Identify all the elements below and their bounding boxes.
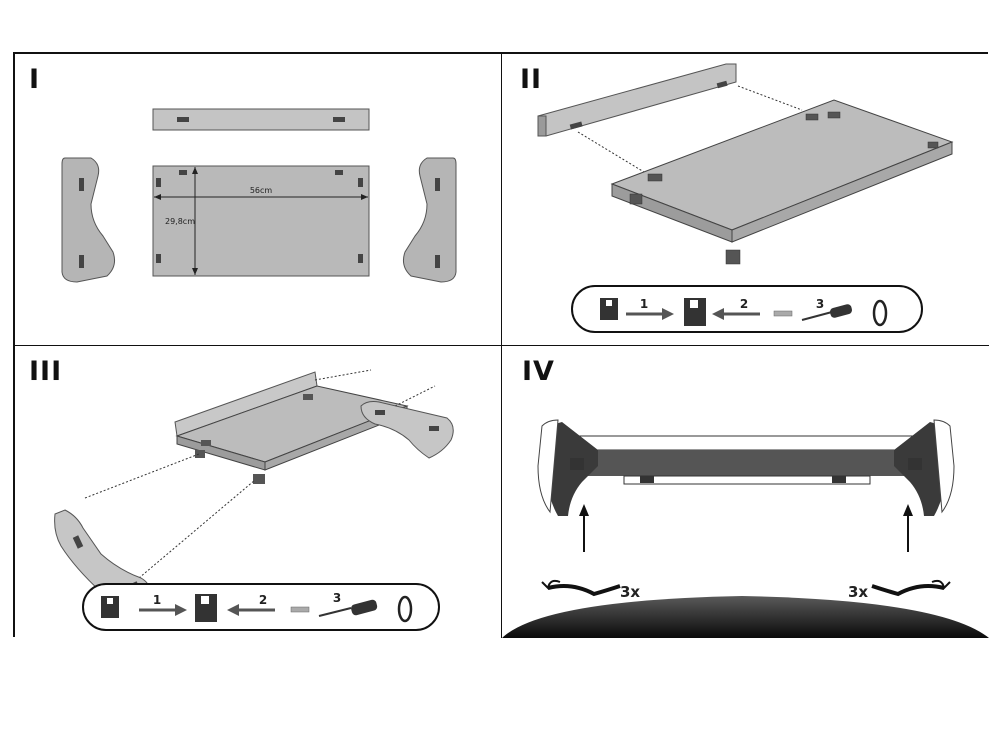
guide-line-left	[577, 131, 645, 173]
guide-line-right	[737, 85, 803, 111]
mounting-surface	[502, 596, 989, 638]
step-2-panel: II	[502, 54, 989, 346]
width-label: 56cm	[250, 186, 273, 195]
back-rail	[551, 435, 941, 451]
step-1-numeral: I	[29, 64, 41, 95]
step-4-numeral: IV	[522, 356, 555, 387]
sequence-step-1: 1	[153, 593, 161, 607]
screwdriver-icon	[801, 311, 833, 321]
rotations-label-left: 3x	[620, 583, 640, 601]
step-3-panel: III	[15, 346, 502, 638]
sequence-step-2: 2	[259, 593, 267, 607]
back-rail	[537, 63, 737, 137]
sequence-step-1: 1	[640, 297, 648, 311]
screwdriver-icon	[318, 607, 352, 617]
rotate-icon-right	[871, 584, 945, 597]
sequence-step-3: 3	[816, 297, 824, 311]
arrow-left-icon	[227, 604, 239, 616]
sequence-callout	[82, 583, 440, 631]
step-2-rail-attach-diagram: 1 2 3	[537, 63, 954, 333]
rotations-label-right: 3x	[848, 583, 868, 601]
arrow-up-icon-right	[903, 504, 913, 516]
rail-bracket-left	[177, 117, 189, 122]
shelf-board	[152, 165, 370, 277]
arrow-right-icon	[662, 308, 674, 320]
step-3-sides-attach-diagram: 1 2 3	[54, 369, 454, 631]
side-bracket-right	[403, 157, 457, 283]
height-label: 29,8cm	[165, 217, 195, 226]
step-4-mounting-diagram: 3x 3x	[502, 419, 989, 638]
step-4-panel: IV 3x 3x	[502, 346, 989, 638]
rail-bracket-right	[333, 117, 345, 122]
side-bracket-right	[360, 401, 454, 459]
arrow-left-icon	[712, 308, 724, 320]
shelf-screw-holes	[156, 170, 363, 263]
cam-lock-open-icon	[101, 596, 119, 618]
rotate-icon-left	[547, 584, 621, 597]
cam-lock-open-icon	[600, 298, 618, 320]
instruction-grid: I 56cm 29,8cm	[13, 52, 989, 638]
side-bracket-left	[61, 157, 115, 283]
sequence-callout	[571, 285, 923, 333]
screw-icon	[290, 606, 310, 613]
step-1-panel: I 56cm 29,8cm	[15, 54, 502, 346]
step-3-numeral: III	[29, 356, 63, 387]
back-rail	[152, 108, 370, 131]
rotate-icon	[872, 299, 888, 327]
sequence-step-3: 3	[333, 591, 341, 605]
step-1-parts-diagram: 56cm 29,8cm	[61, 108, 457, 283]
rotate-icon	[397, 595, 413, 623]
cam-lock-closed-icon	[195, 594, 217, 622]
arrow-up-icon-left	[579, 504, 589, 516]
guide-lines	[84, 369, 436, 579]
sequence-step-2: 2	[740, 297, 748, 311]
screw-icon	[773, 310, 793, 317]
cam-lock-closed-icon	[684, 298, 706, 326]
step-2-numeral: II	[520, 64, 543, 95]
shelf-brackets	[629, 111, 939, 265]
arrow-right-icon	[175, 604, 187, 616]
shelf-underside	[552, 450, 940, 476]
